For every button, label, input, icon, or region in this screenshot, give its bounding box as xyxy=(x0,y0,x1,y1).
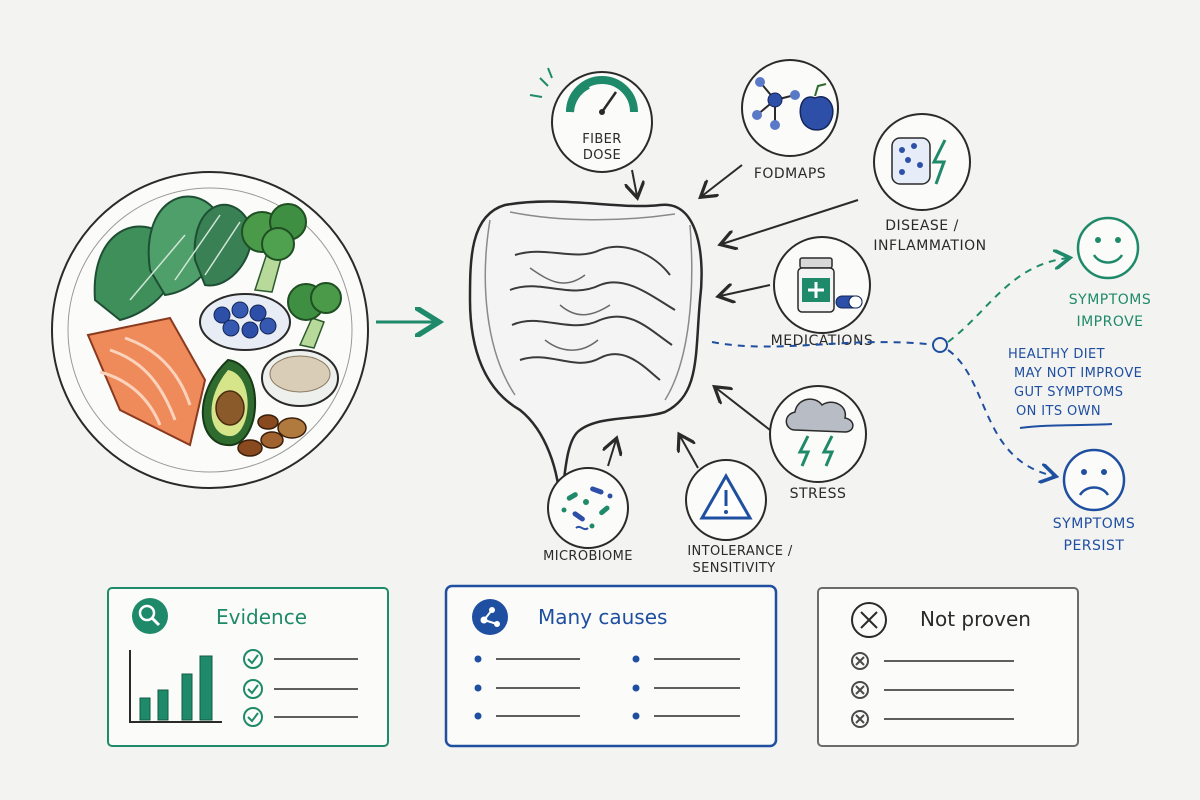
intolerance-label-1: INTOLERANCE / xyxy=(687,544,793,559)
not-proven-title: Not proven xyxy=(920,607,1031,631)
persist-label-1: SYMPTOMS xyxy=(1053,516,1136,532)
note-line-1: HEALTHY DIET xyxy=(1008,347,1105,362)
improve-label-2: IMPROVE xyxy=(1076,314,1143,330)
factor-fiber-dose: FIBER DOSE xyxy=(529,67,653,173)
factor-stress xyxy=(769,385,867,483)
cause-list xyxy=(474,655,740,720)
magnifier-icon xyxy=(132,598,168,634)
inflamed-tissue-icon xyxy=(891,137,947,185)
sad-face-icon xyxy=(1062,448,1126,512)
storm-cloud-icon xyxy=(785,398,854,467)
factor-intolerance-sensitivity xyxy=(685,459,767,541)
nuts-icon xyxy=(237,414,307,457)
cross-icon xyxy=(851,710,869,728)
blueberry-bowl-icon xyxy=(199,293,291,351)
check-icon xyxy=(243,679,263,699)
spinach-leaves-icon xyxy=(93,195,253,322)
medications-label: MEDICATIONS xyxy=(771,333,874,349)
check-icon xyxy=(243,707,263,727)
network-icon xyxy=(472,599,508,635)
note-line-2: MAY NOT IMPROVE xyxy=(1014,366,1142,381)
improve-branch-line xyxy=(947,258,1068,343)
branch-node xyxy=(932,337,948,353)
fiber-label-1: FIBER xyxy=(582,132,621,147)
fodmaps-arrow xyxy=(702,164,743,196)
cross-icon xyxy=(851,652,869,670)
x-circle-icon xyxy=(851,602,887,638)
avocado-icon xyxy=(202,358,257,447)
disease-label-2: INFLAMMATION xyxy=(873,238,986,254)
smiley-face-icon xyxy=(1076,216,1140,280)
fodmaps-label: FODMAPS xyxy=(754,166,826,182)
intestines-icon xyxy=(468,200,703,511)
bacteria-icon xyxy=(561,486,613,531)
many-causes-panel: Many causes xyxy=(444,584,778,748)
warning-triangle-icon xyxy=(699,472,753,520)
intolerance-label-2: SENSITIVITY xyxy=(692,561,775,576)
microbiome-arrow xyxy=(608,440,616,467)
factor-fodmaps xyxy=(741,59,839,157)
note-line-3: GUT SYMPTOMS xyxy=(1014,385,1123,400)
gauge-icon xyxy=(566,76,638,115)
medications-arrow xyxy=(720,285,771,296)
pill-bottle-icon xyxy=(797,257,863,313)
stress-label: STRESS xyxy=(790,486,847,502)
healthy-food-plate-icon xyxy=(51,171,369,489)
improve-label-1: SYMPTOMS xyxy=(1069,292,1152,308)
persist-label-2: PERSIST xyxy=(1064,538,1125,554)
broccoli-icon xyxy=(241,203,342,349)
note-underline xyxy=(1019,423,1113,429)
note-line-4: ON ITS OWN xyxy=(1016,404,1101,419)
cross-icon xyxy=(851,681,869,699)
grain-bowl-icon xyxy=(261,349,339,407)
check-icon xyxy=(243,649,263,669)
microbiome-label: MICROBIOME xyxy=(543,549,633,564)
salmon-fillet-icon xyxy=(86,316,207,447)
disease-arrow xyxy=(722,199,859,244)
evidence-title: Evidence xyxy=(216,605,307,629)
stress-arrow xyxy=(716,388,771,431)
factor-medications xyxy=(773,236,871,334)
disease-label-1: DISEASE / xyxy=(885,218,959,234)
fiber-arrow xyxy=(632,169,637,196)
evidence-panel: Evidence xyxy=(107,587,389,747)
fiber-label-2: DOSE xyxy=(583,148,621,163)
persist-branch-line xyxy=(947,349,1054,476)
not-proven-panel: Not proven xyxy=(817,587,1079,747)
intolerance-arrow xyxy=(680,436,699,469)
many-causes-title: Many causes xyxy=(538,605,667,629)
bar-chart-icon xyxy=(129,650,222,723)
factor-disease-inflammation xyxy=(873,113,971,211)
factor-microbiome xyxy=(547,467,629,549)
molecule-apple-icon xyxy=(752,77,834,131)
gut-to-node-dashed-line xyxy=(711,341,937,348)
cross-list xyxy=(851,652,1014,728)
check-list xyxy=(243,649,358,727)
